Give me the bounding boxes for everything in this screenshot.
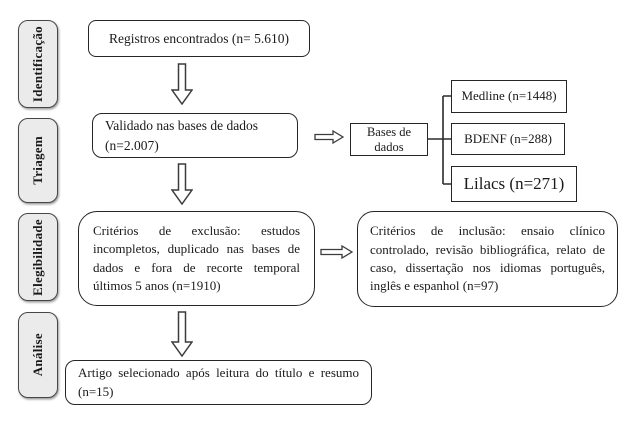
medline-box: Medline (n=1448)	[451, 80, 567, 113]
records-found-label: Registros encontrados (n= 5.610)	[108, 30, 290, 46]
inclusion-criteria-box: Critérios de inclusão: ensaio clínico co…	[357, 211, 618, 307]
medline-label: Medline (n=1448)	[461, 88, 557, 104]
validated-box: Validado nas bases de dados (n=2.007)	[92, 113, 298, 158]
stage-triagem-label: Triagem	[30, 136, 45, 185]
arrow-down-records-to-validated-icon	[170, 63, 194, 106]
inclusion-criteria-label: Critérios de inclusão: ensaio clínico co…	[370, 223, 605, 294]
bdenf-label: BDENF (n=288)	[464, 130, 552, 146]
stage-analise-label: Análise	[30, 333, 45, 377]
stage-elegibilidade: Elegibilidade	[18, 213, 58, 301]
arrow-down-validated-to-exclusion-icon	[170, 163, 194, 206]
databases-bracket-connector	[427, 92, 453, 190]
stage-analise: Análise	[18, 312, 58, 398]
stage-elegibilidade-label: Elegibilidade	[30, 218, 45, 296]
exclusion-criteria-box: Critérios de exclusão: estudos incomplet…	[78, 211, 315, 306]
stage-identificacao-label: Identificação	[30, 25, 45, 103]
lilacs-label: Lilacs (n=271)	[463, 173, 565, 193]
stage-identificacao: Identificação	[18, 20, 58, 108]
bdenf-box: BDENF (n=288)	[451, 123, 565, 155]
lilacs-box: Lilacs (n=271)	[451, 166, 577, 202]
arrow-right-exclusion-to-inclusion-icon	[320, 244, 354, 260]
exclusion-criteria-label: Critérios de exclusão: estudos incomplet…	[93, 222, 300, 293]
databases-box: Bases de dados	[350, 123, 428, 156]
databases-label: Bases de dados	[366, 125, 412, 154]
selected-article-label: Artigo selecionado após leitura do títul…	[78, 365, 359, 399]
selected-article-box: Artigo selecionado após leitura do títul…	[65, 360, 372, 405]
validated-label: Validado nas bases de dados (n=2.007)	[105, 118, 258, 153]
arrow-down-exclusion-to-selected-icon	[170, 311, 194, 358]
stage-triagem: Triagem	[18, 118, 58, 203]
arrow-right-validated-to-databases-icon	[314, 129, 345, 145]
records-found-box: Registros encontrados (n= 5.610)	[88, 20, 310, 57]
